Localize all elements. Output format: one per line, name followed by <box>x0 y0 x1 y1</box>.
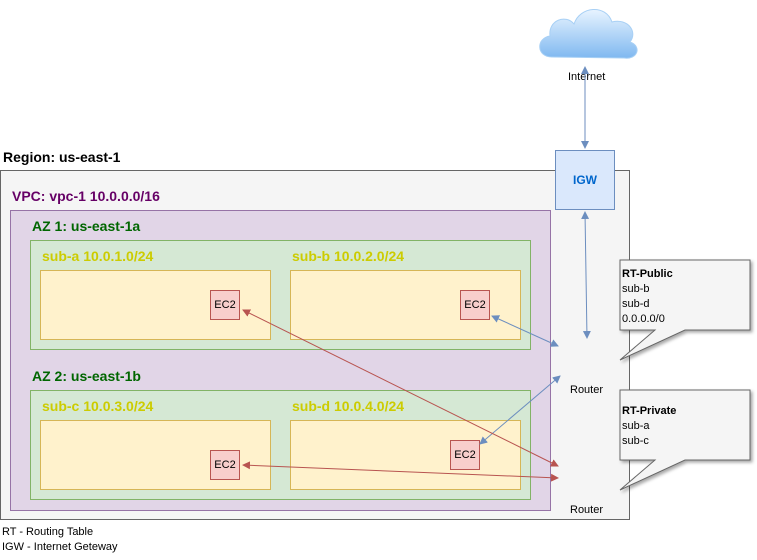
rt-public-table: RT-Public sub-b sub-d 0.0.0.0/0 <box>622 267 673 327</box>
rt-private-entry: sub-a <box>622 420 650 432</box>
subnet-b-label: sub-b 10.0.2.0/24 <box>292 248 405 264</box>
rt-private-table: RT-Private sub-a sub-c <box>622 404 676 449</box>
ec2-label: EC2 <box>464 299 486 311</box>
az-1-label: AZ 1: us-east-1a <box>32 218 141 234</box>
edge-igw-router-public <box>581 211 591 339</box>
legend-igw: IGW - Internet Geteway <box>2 541 118 553</box>
az-2-label: AZ 2: us-east-1b <box>32 368 141 384</box>
igw-label: IGW <box>573 173 597 187</box>
ec2-label: EC2 <box>214 459 236 471</box>
subnet-a-label: sub-a 10.0.1.0/24 <box>42 248 154 264</box>
rt-public-callout-shape <box>619 259 751 361</box>
router-private-label: Router <box>570 504 604 516</box>
rt-public-entry: sub-d <box>622 298 650 310</box>
legend-rt: RT - Routing Table <box>2 526 94 538</box>
subnet-c-label: sub-c 10.0.3.0/24 <box>42 398 154 414</box>
router-public-label: Router <box>570 384 604 396</box>
rt-private-callout-shape <box>619 389 751 491</box>
edge-ec2-c-router-private <box>242 461 559 482</box>
cloud-icon <box>539 9 638 59</box>
rt-public-title: RT-Public <box>622 268 673 280</box>
ec2-instance-sub-c[interactable]: EC2 <box>210 450 240 480</box>
vpc-label: VPC: vpc-1 10.0.0.0/16 <box>12 188 160 204</box>
edge-ec2-b-router-public <box>491 315 559 347</box>
edge-ec2-a-router-private <box>242 309 559 467</box>
rt-public-entry: 0.0.0.0/0 <box>622 313 665 325</box>
ec2-label: EC2 <box>214 299 236 311</box>
ec2-instance-sub-a[interactable]: EC2 <box>210 290 240 320</box>
rt-private-title: RT-Private <box>622 405 677 417</box>
rt-public-entry: sub-b <box>622 283 650 295</box>
rt-private-entry: sub-c <box>622 435 649 447</box>
internet-gateway[interactable]: IGW <box>555 150 615 210</box>
region-label: Region: us-east-1 <box>3 149 121 165</box>
